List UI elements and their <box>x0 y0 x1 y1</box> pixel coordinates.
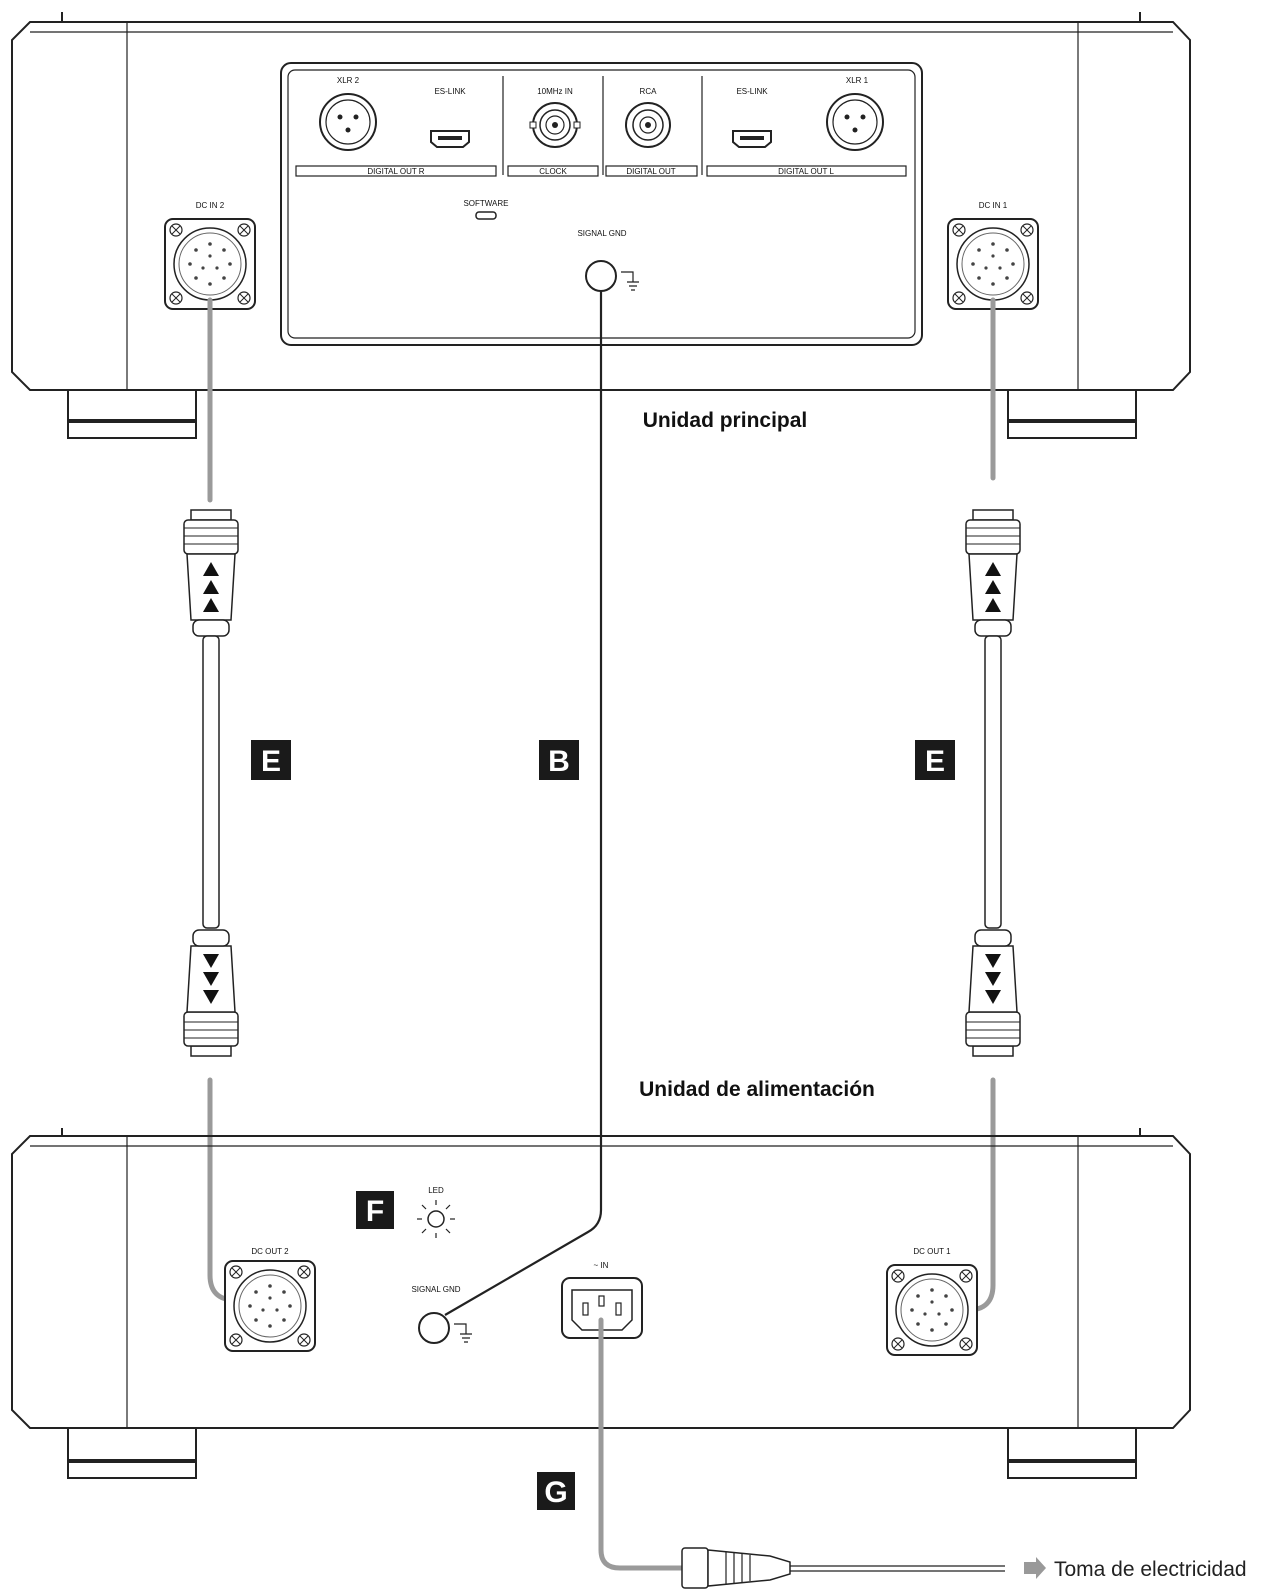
badge-e-left: E <box>251 740 291 780</box>
dc-cable-right <box>927 297 1021 1313</box>
eslink-r-label: ES-LINK <box>434 87 466 96</box>
eslink-l-connector[interactable] <box>732 130 772 148</box>
power-unit-title: Unidad de alimentación <box>639 1078 875 1101</box>
badge-g: G <box>537 1472 575 1510</box>
rca-connector[interactable] <box>625 102 671 148</box>
power-unit <box>11 1128 1191 1479</box>
outlet-label: Toma de electricidad <box>1054 1558 1247 1581</box>
dc-in-1-label: DC IN 1 <box>979 201 1008 210</box>
dc-in-2-label: DC IN 2 <box>196 201 225 210</box>
svg-text:F: F <box>366 1195 384 1228</box>
power-cord-g <box>598 1317 1046 1589</box>
clock-in-label: 10MHz IN <box>537 87 573 96</box>
svg-text:B: B <box>548 745 570 778</box>
xlr2-label: XLR 2 <box>337 76 360 85</box>
badge-f: F <box>356 1191 394 1229</box>
led-label: LED <box>428 1186 444 1195</box>
xlr2-connector[interactable] <box>319 93 377 151</box>
ground-cable-b <box>444 291 603 1316</box>
svg-text:E: E <box>261 745 281 778</box>
main-signal-gnd-terminal[interactable] <box>585 260 639 292</box>
rca-label: RCA <box>640 87 658 96</box>
ac-in-label: ~ IN <box>594 1261 609 1270</box>
eslink-l-label: ES-LINK <box>736 87 768 96</box>
dc-out-2-socket[interactable] <box>225 1261 315 1351</box>
ac-inlet[interactable] <box>561 1277 643 1339</box>
svg-text:G: G <box>544 1476 567 1509</box>
dc-cable-left <box>183 297 273 1303</box>
xlr1-label: XLR 1 <box>846 76 869 85</box>
main-unit-title: Unidad principal <box>643 409 808 432</box>
badge-b: B <box>539 740 579 780</box>
digital-out-r-label: DIGITAL OUT R <box>367 167 424 176</box>
led-indicator <box>417 1200 455 1238</box>
eslink-r-connector[interactable] <box>430 130 470 148</box>
digital-out-l-label: DIGITAL OUT L <box>778 167 834 176</box>
software-label: SOFTWARE <box>463 199 508 208</box>
xlr1-connector[interactable] <box>826 93 884 151</box>
section-label-bars <box>295 165 907 177</box>
digital-out-label: DIGITAL OUT <box>626 167 675 176</box>
power-signal-gnd-label: SIGNAL GND <box>411 1285 460 1294</box>
svg-text:E: E <box>925 745 945 778</box>
dc-in-2-socket[interactable] <box>165 219 255 309</box>
main-signal-gnd-label: SIGNAL GND <box>577 229 626 238</box>
dc-out-1-label: DC OUT 1 <box>913 1247 951 1256</box>
dc-out-1-socket[interactable] <box>887 1265 977 1355</box>
dc-in-1-socket[interactable] <box>948 219 1038 309</box>
clock-label: CLOCK <box>539 167 567 176</box>
dc-out-2-label: DC OUT 2 <box>251 1247 289 1256</box>
power-signal-gnd-terminal[interactable] <box>418 1312 472 1344</box>
badge-e-right: E <box>915 740 955 780</box>
clock-in-connector[interactable] <box>529 102 581 148</box>
software-usb-port[interactable] <box>475 211 497 220</box>
